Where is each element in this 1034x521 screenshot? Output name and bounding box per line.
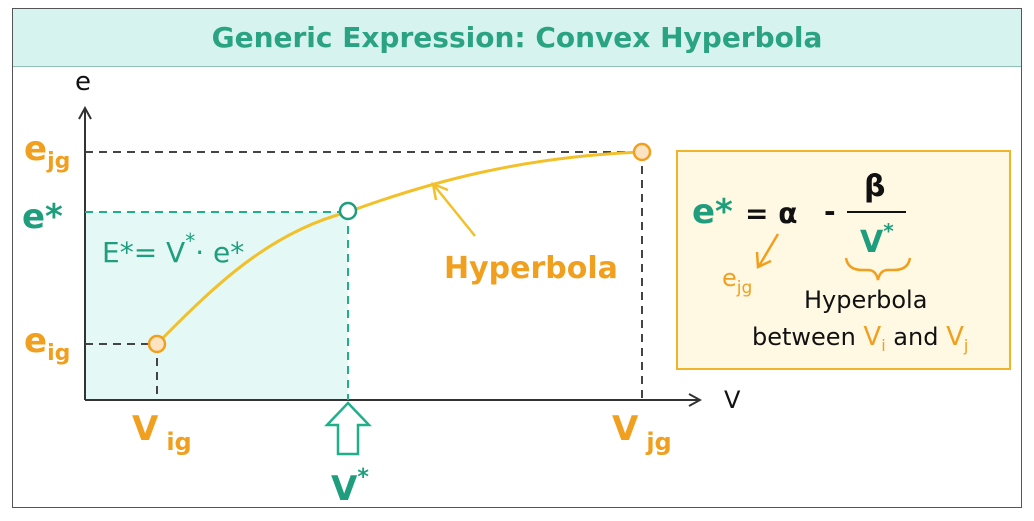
energy-area: [85, 212, 348, 400]
formula-lhs: e*: [692, 192, 733, 232]
hyperbola-pointer-head-icon: [431, 181, 449, 201]
point-ig: [147, 334, 167, 354]
hyperbola-pointer: [432, 183, 476, 237]
formula-alpha: = α: [745, 197, 797, 230]
formula-box: [676, 150, 1011, 370]
formula-minus: -: [824, 195, 836, 228]
figure-title: Generic Expression: Convex Hyperbola: [211, 21, 823, 54]
point-jg: [632, 142, 652, 162]
tick-ejg: ejg: [24, 129, 70, 174]
vstar-arrow-icon: [324, 401, 372, 456]
area-label: E*= V*· e*: [102, 229, 244, 269]
hyperbola-label: Hyperbola: [444, 251, 618, 286]
brace-line2: between Vi and Vj: [752, 322, 968, 355]
alpha-note: ejg: [722, 264, 752, 298]
formula-beta: β: [864, 169, 885, 204]
alpha-pointer: [757, 233, 780, 267]
tick-eig: eig: [24, 321, 70, 366]
formula-denominator: V*: [860, 219, 894, 260]
brace-line1: Hyperbola: [804, 286, 927, 314]
alpha-pointer-head-icon: [755, 251, 772, 269]
y-axis-label: e: [75, 67, 91, 97]
tick-estar: e*: [22, 197, 63, 237]
title-bar: Generic Expression: Convex Hyperbola: [13, 9, 1021, 67]
point-star: [338, 201, 358, 221]
brace-icon: [844, 257, 912, 281]
tick-vstar: V*: [331, 465, 369, 509]
x-axis-label: V: [724, 386, 741, 414]
